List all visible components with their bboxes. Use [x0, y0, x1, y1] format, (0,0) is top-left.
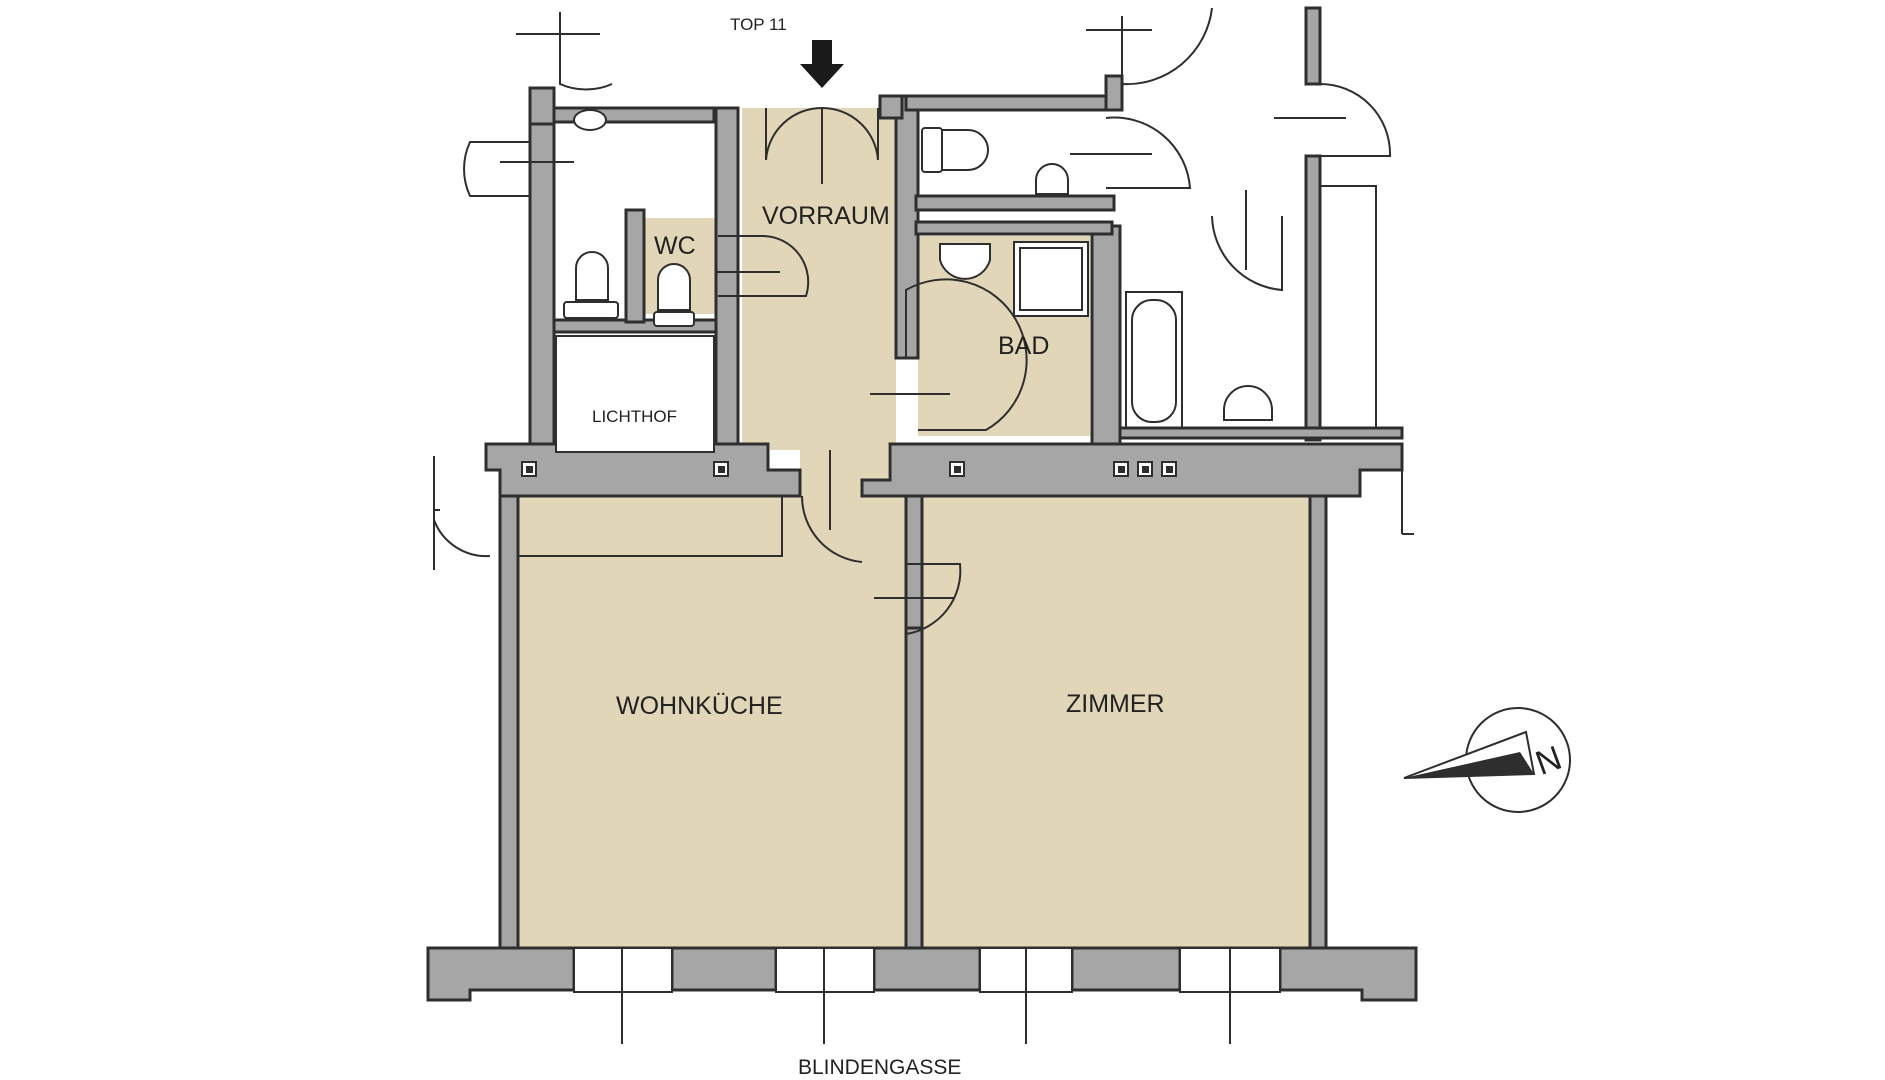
wohnkueche-area	[516, 496, 906, 948]
lichthof-box	[555, 335, 715, 453]
street-label: BLINDENGASSE	[798, 1056, 961, 1079]
compass-north-icon	[1403, 707, 1571, 813]
labels: TOP 11 VORRAUM WC BAD LICHTHOF WOHNKÜCHE…	[592, 15, 1567, 1079]
fixtures	[563, 109, 1404, 440]
middle-wall	[484, 442, 802, 498]
room-label-wohnkueche: WOHNKÜCHE	[616, 692, 783, 720]
kitchen-counter	[517, 495, 783, 557]
room-label-wc: WC	[654, 232, 696, 260]
room-label-zimmer: ZIMMER	[1066, 690, 1165, 718]
vorraum-area	[742, 108, 896, 496]
arrow-down-icon	[800, 40, 844, 88]
entrance-label: TOP 11	[730, 15, 787, 34]
doors	[433, 7, 1414, 635]
room-label-vorraum: VORRAUM	[762, 202, 890, 230]
room-label-bad: BAD	[998, 332, 1049, 360]
middle-wall-right	[860, 442, 1404, 498]
room-fills	[516, 108, 1312, 948]
zimmer-area	[922, 496, 1312, 948]
structural-columns	[521, 461, 1177, 477]
room-label-lichthof: LICHTHOF	[592, 407, 677, 426]
windows	[573, 947, 1281, 1044]
